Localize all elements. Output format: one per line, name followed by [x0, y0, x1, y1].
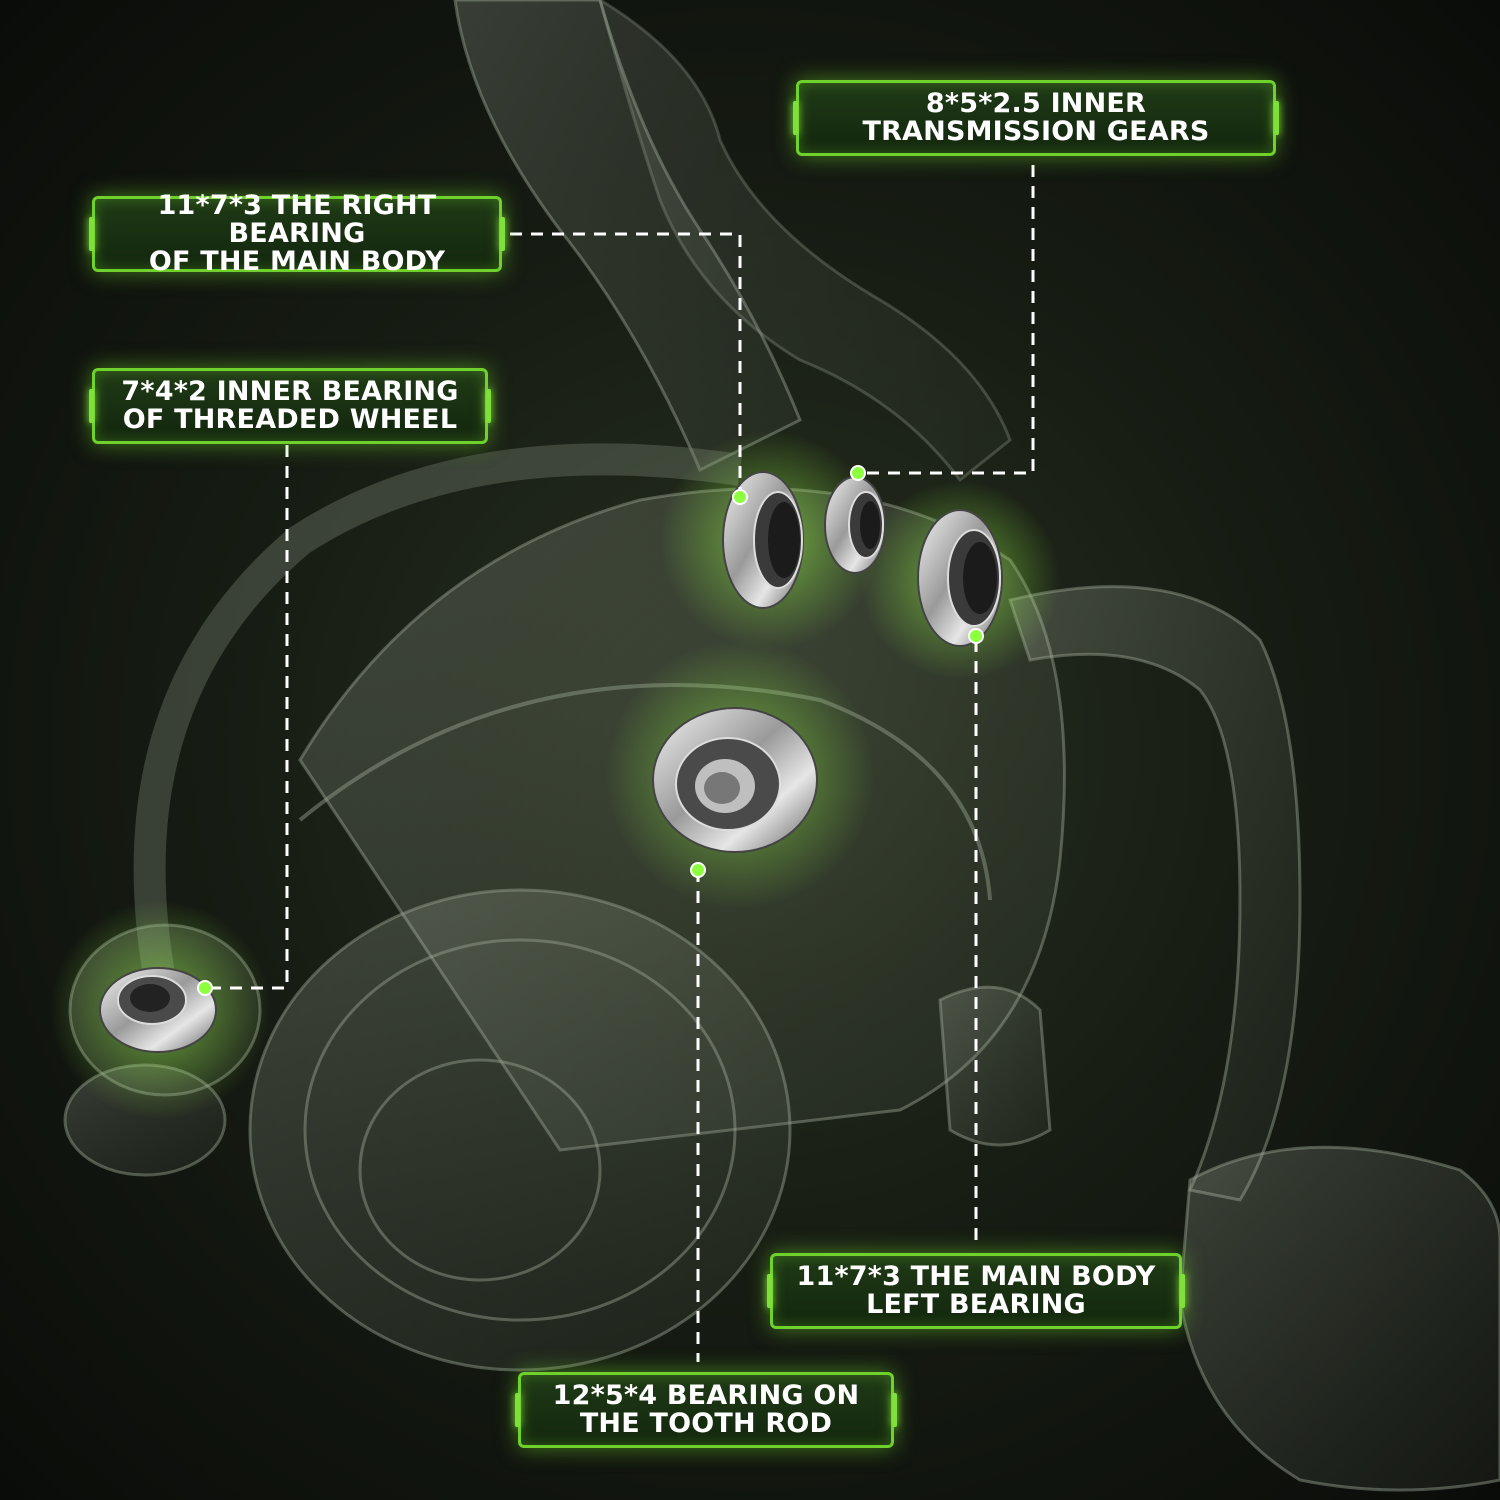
callout-line1: 8*5*2.5 INNER	[925, 88, 1147, 119]
leader-threaded-wheel	[205, 445, 289, 990]
callout-line1: 7*4*2 INNER BEARING	[121, 376, 459, 407]
bearing-threaded-wheel	[99, 967, 217, 1053]
callout-text: 7*4*2 INNER BEARING OF THREADED WHEEL	[121, 378, 458, 434]
bearing-main-body-left	[917, 509, 1003, 647]
dot-left-bearing	[968, 628, 984, 644]
callout-text: 12*5*4 BEARING ON THE TOOTH ROD	[553, 1382, 860, 1438]
bearing-inner-transmission-gears	[824, 476, 886, 574]
callout-line1: 12*5*4 BEARING ON	[552, 1380, 860, 1411]
callout-text: 11*7*3 THE RIGHT BEARING OF THE MAIN BOD…	[109, 192, 485, 276]
dot-right-bearing	[732, 489, 748, 505]
callout-line1: 11*7*3 THE RIGHT BEARING	[157, 190, 437, 249]
callout-right-bearing-main-body: 11*7*3 THE RIGHT BEARING OF THE MAIN BOD…	[89, 192, 505, 276]
dot-transmission-gears	[850, 465, 866, 481]
callout-main-body-left-bearing: 11*7*3 THE MAIN BODY LEFT BEARING	[767, 1253, 1185, 1329]
leader-right-bearing	[510, 232, 742, 497]
callout-text: 11*7*3 THE MAIN BODY LEFT BEARING	[797, 1263, 1156, 1319]
dot-threaded-wheel	[197, 980, 213, 996]
bearing-tooth-rod	[652, 707, 818, 853]
dot-tooth-rod	[690, 862, 706, 878]
anchor-dots	[197, 465, 984, 996]
callout-text: 8*5*2.5 INNER TRANSMISSION GEARS	[862, 90, 1209, 146]
callout-line2: TRANSMISSION GEARS	[862, 116, 1210, 147]
callout-line2: LEFT BEARING	[866, 1289, 1086, 1320]
leader-lines	[205, 165, 1035, 1362]
callout-inner-transmission-gears: 8*5*2.5 INNER TRANSMISSION GEARS	[793, 80, 1279, 156]
callout-line2: THE TOOTH ROD	[579, 1408, 833, 1439]
callout-inner-bearing-threaded-wheel: 7*4*2 INNER BEARING OF THREADED WHEEL	[89, 368, 491, 444]
callout-bearing-tooth-rod: 12*5*4 BEARING ON THE TOOTH ROD	[515, 1372, 897, 1448]
callout-line2: OF THREADED WHEEL	[122, 404, 458, 435]
leader-transmission-gears	[860, 165, 1035, 475]
callout-line2: OF THE MAIN BODY	[148, 246, 446, 277]
bearing-right-main-body	[722, 471, 804, 609]
reel-body	[63, 0, 1500, 1492]
callout-line1: 11*7*3 THE MAIN BODY	[796, 1261, 1156, 1292]
